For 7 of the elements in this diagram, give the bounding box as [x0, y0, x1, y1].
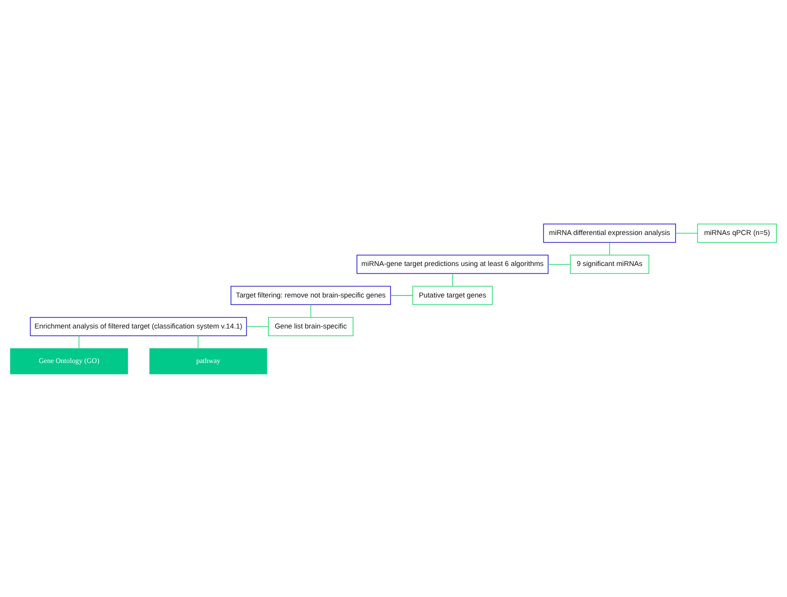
- connector: [390, 294, 413, 296]
- connector: [675, 232, 698, 234]
- connector: [609, 242, 610, 255]
- connector: [452, 272, 453, 286]
- connector: [548, 263, 571, 264]
- connector: [310, 304, 312, 318]
- connector: [78, 334, 80, 348]
